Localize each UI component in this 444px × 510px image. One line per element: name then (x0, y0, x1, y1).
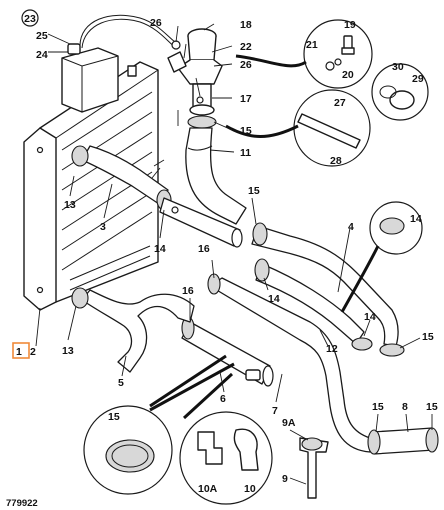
label-15-bottom-right: 15 (426, 401, 438, 413)
label-27: 27 (334, 97, 346, 109)
hose-clamp (351, 337, 373, 351)
label-9: 9 (282, 473, 288, 485)
hose-clamp (254, 258, 270, 282)
label-26-mid: 26 (240, 59, 252, 71)
label-1: 1 (16, 346, 22, 358)
overflow-pipe (79, 14, 179, 47)
detail-cap (371, 63, 429, 121)
label-15-detail: 15 (108, 411, 120, 423)
label-8: 8 (402, 401, 408, 413)
bracket-9 (299, 437, 329, 499)
hose-clamp (367, 429, 381, 455)
detail-clamp-14 (369, 201, 423, 255)
hose-clamp (379, 343, 405, 357)
label-13-lower: 13 (62, 345, 74, 357)
label-28: 28 (330, 155, 342, 167)
label-15-right: 15 (422, 331, 434, 343)
label-18: 18 (240, 19, 252, 31)
label-6: 6 (220, 393, 226, 405)
label-29: 29 (412, 73, 424, 85)
label-5: 5 (118, 377, 124, 389)
figure-number: 779922 (6, 498, 38, 509)
label-2: 2 (30, 346, 36, 358)
label-14-detail: 14 (410, 213, 422, 225)
hose-3 (81, 145, 169, 207)
detail-clamp-15 (83, 405, 173, 495)
label-20: 20 (342, 69, 354, 81)
label-23: 23 (24, 13, 36, 25)
label-4: 4 (348, 221, 354, 233)
label-10: 10 (244, 483, 256, 495)
label-15-upper-right: 15 (248, 185, 260, 197)
label-11: 11 (240, 147, 251, 159)
label-14-right: 14 (364, 311, 376, 323)
hose-11 (185, 127, 247, 225)
hose-clamp (71, 145, 89, 167)
detail-elbows (179, 411, 273, 505)
hose-clamp (252, 222, 268, 246)
radiator (23, 61, 159, 311)
highlight-box (12, 342, 30, 359)
label-7: 7 (272, 405, 278, 417)
label-10A: 10A (198, 483, 218, 495)
label-9A: 9A (282, 417, 296, 429)
label-22: 22 (240, 41, 252, 53)
label-16-upper: 16 (198, 243, 210, 255)
hose-clamp (425, 427, 439, 453)
label-15-thermostat: 15 (240, 125, 252, 137)
label-25: 25 (36, 30, 48, 42)
label-17: 17 (240, 93, 252, 105)
label-14-mid: 14 (268, 293, 280, 305)
expansion-tank (47, 33, 119, 113)
label-3: 3 (100, 221, 106, 233)
detail-bolts (303, 19, 373, 89)
label-14-left: 14 (154, 243, 166, 255)
label-21: 21 (306, 39, 318, 51)
label-12-right: 12 (326, 343, 338, 355)
callout-circle-23 (21, 9, 39, 27)
label-15-bottom: 15 (372, 401, 384, 413)
label-16-lower: 16 (182, 285, 194, 297)
hose-5 (81, 289, 195, 373)
hose-clamp (71, 287, 89, 309)
hose-clamp (301, 437, 323, 451)
label-24: 24 (36, 49, 48, 61)
label-13-upper: 13 (64, 199, 76, 211)
label-26-top: 26 (150, 17, 162, 29)
label-30: 30 (392, 61, 404, 73)
label-19: 19 (344, 19, 356, 31)
hose-clamp (187, 115, 217, 129)
hose-8 (371, 427, 435, 455)
